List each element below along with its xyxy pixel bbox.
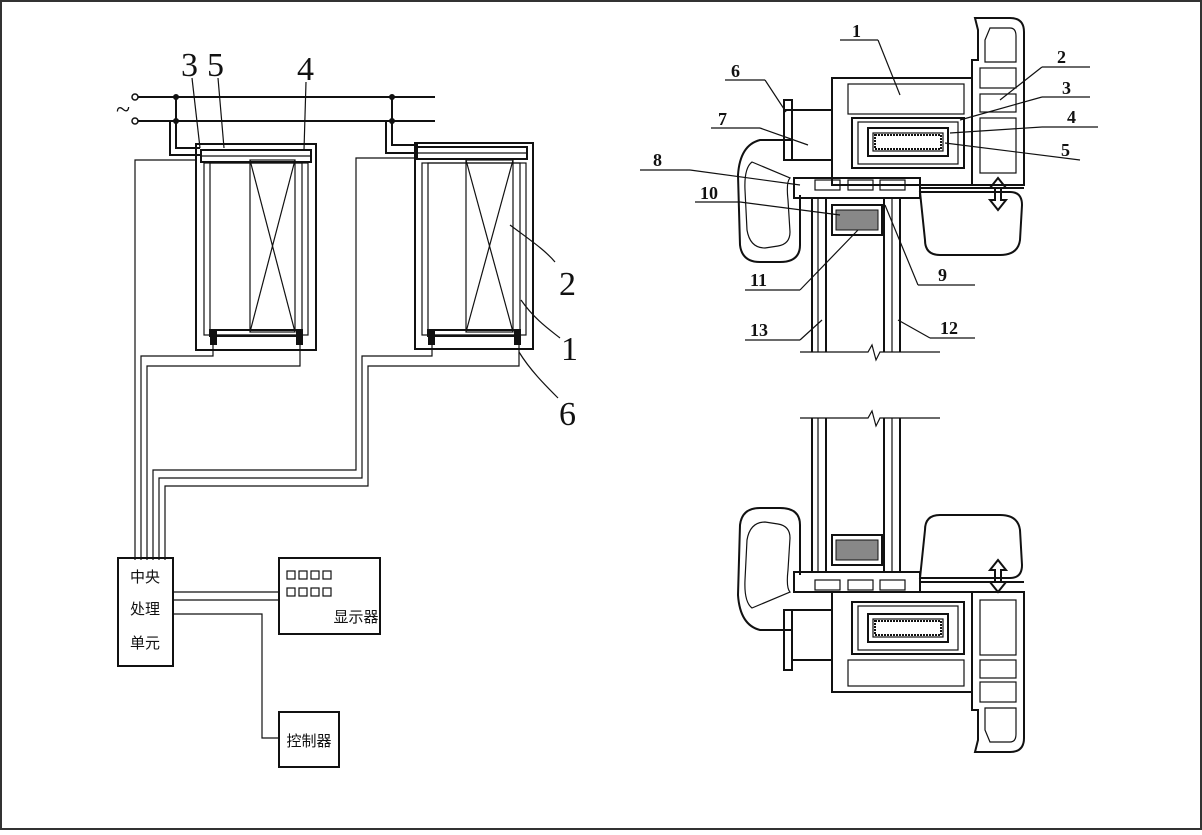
label-5: 5 [207, 47, 224, 84]
sensor-unit-1 [195, 143, 317, 351]
right-profile-diagram: 1 2 3 4 5 6 7 8 9 10 11 12 13 [640, 17, 1098, 753]
right-label-5: 5 [1061, 140, 1070, 160]
label-6: 6 [559, 396, 576, 433]
left-circuit-diagram: ~ [116, 47, 578, 768]
right-leaders [640, 39, 1098, 341]
central-processing-unit-block: 中央 处理 单元 [117, 557, 174, 667]
sensor-unit-2 [414, 142, 534, 350]
display-label: 显示器 [333, 608, 378, 626]
controller-label: 控制器 [286, 732, 331, 750]
top-frame-profile [736, 17, 1025, 362]
display-block: 显示器 [173, 557, 381, 635]
label-2: 2 [559, 266, 576, 303]
label-1: 1 [561, 331, 578, 368]
controller-block: 控制器 [173, 613, 340, 768]
cpu-label-line-3: 单元 [130, 634, 160, 652]
right-label-12: 12 [940, 318, 958, 338]
right-label-3: 3 [1062, 78, 1071, 98]
right-label-2: 2 [1057, 47, 1066, 67]
right-label-11: 11 [750, 270, 767, 290]
cpu-label-line-2: 处理 [130, 600, 160, 618]
right-label-1: 1 [852, 21, 861, 41]
right-label-4: 4 [1067, 107, 1076, 127]
left-leaders [191, 77, 561, 399]
bottom-frame-profile [736, 409, 1025, 753]
signal-wiring [134, 157, 520, 560]
right-label-6: 6 [731, 61, 740, 81]
ac-symbol: ~ [116, 95, 130, 124]
cpu-label-line-1: 中央 [130, 568, 160, 586]
label-4: 4 [297, 51, 314, 88]
display-indicator-grid [286, 570, 332, 597]
right-label-9: 9 [938, 265, 947, 285]
right-label-7: 7 [718, 109, 727, 129]
right-label-10: 10 [700, 183, 718, 203]
label-3: 3 [181, 47, 198, 84]
right-label-13: 13 [750, 320, 768, 340]
power-lines: ~ [116, 93, 435, 156]
right-label-8: 8 [653, 150, 662, 170]
